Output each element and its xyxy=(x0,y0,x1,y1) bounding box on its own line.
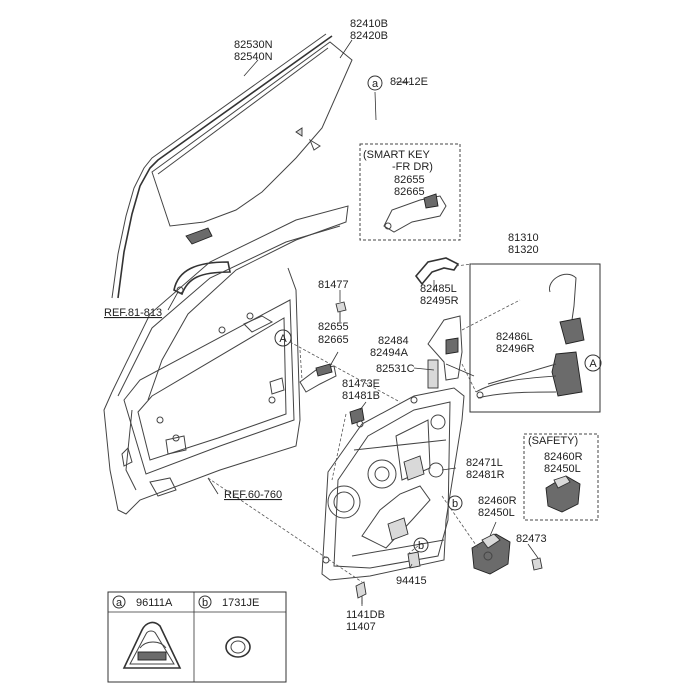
glass-run xyxy=(111,33,333,299)
label-82473: 82473 xyxy=(516,533,547,545)
legend-callout-a: a xyxy=(112,595,126,609)
door-module-panel xyxy=(321,387,465,581)
label-82450l: 82450L xyxy=(478,507,515,519)
screw-82473 xyxy=(531,557,543,571)
safety-title: (SAFETY) xyxy=(528,435,578,447)
label-82494a: 82494A xyxy=(370,347,409,359)
label-82471l: 82471L xyxy=(466,457,503,469)
label-safety-82460r: 82460R xyxy=(544,451,583,463)
legend-callout-b: b xyxy=(198,595,212,609)
safety-box xyxy=(523,433,599,521)
label-82484: 82484 xyxy=(378,335,409,347)
svg-text:b: b xyxy=(418,540,424,552)
clip-94415 xyxy=(407,551,421,569)
label-sk-82655: 82655 xyxy=(394,174,425,186)
legend-b-part-number: 1731JE xyxy=(222,597,259,609)
label-81477: 81477 xyxy=(318,279,349,291)
callout-A-frame: A xyxy=(274,329,292,347)
channel-bracket xyxy=(427,315,463,389)
inside-handle xyxy=(299,363,337,393)
ref-60-760: REF.60-760 xyxy=(224,489,282,501)
callout-b-clip: b xyxy=(413,537,429,553)
outside-handle xyxy=(173,261,231,296)
glass-bracket xyxy=(185,227,213,245)
part-labels: 82410B 82420B 82530N 82540N 82412E (SMAR… xyxy=(104,18,583,633)
svg-text:a: a xyxy=(116,597,123,609)
label-82531c: 82531C xyxy=(376,363,415,375)
label-82655: 82655 xyxy=(318,321,349,333)
label-82495r: 82495R xyxy=(420,295,459,307)
label-82460r: 82460R xyxy=(478,495,517,507)
ref-81-813: REF.81-813 xyxy=(104,307,162,319)
svg-text:A: A xyxy=(589,358,597,370)
label-82412e: 82412E xyxy=(390,76,428,88)
callout-A-lock: A xyxy=(584,354,602,372)
label-82410b: 82410B xyxy=(350,18,388,30)
legend-table: a 96111A b 1731JE xyxy=(107,591,287,683)
label-81481b: 81481B xyxy=(342,390,380,402)
label-82420b: 82420B xyxy=(350,30,388,42)
leader-lines xyxy=(167,39,539,606)
label-1141db: 1141DB xyxy=(346,609,385,621)
label-82485l: 82485L xyxy=(420,283,457,295)
window-glass xyxy=(151,41,353,227)
label-94415: 94415 xyxy=(396,575,427,587)
label-82496r: 82496R xyxy=(496,343,535,355)
smart-key-sub: -FR DR) xyxy=(392,161,433,173)
label-82481r: 82481R xyxy=(466,469,505,481)
label-81320: 81320 xyxy=(508,244,539,256)
grommet-icon xyxy=(225,636,251,658)
label-81473e: 81473E xyxy=(342,378,380,390)
bolt-1141db xyxy=(355,581,367,604)
label-82540n: 82540N xyxy=(234,51,273,63)
svg-text:b: b xyxy=(202,597,208,609)
clip-81473e xyxy=(349,407,365,425)
label-81310: 81310 xyxy=(508,232,539,244)
svg-text:b: b xyxy=(452,498,458,510)
airbag-label-icon xyxy=(122,621,182,669)
label-82530n: 82530N xyxy=(234,39,273,51)
door-lock-box xyxy=(469,263,601,413)
callout-a-glass: a xyxy=(367,75,383,91)
smart-key-title: (SMART KEY xyxy=(363,149,430,161)
label-safety-82450l: 82450L xyxy=(544,463,581,475)
lock-cover xyxy=(414,257,460,286)
svg-text:A: A xyxy=(279,333,287,345)
smart-key-box xyxy=(359,143,461,241)
label-11407: 11407 xyxy=(346,621,376,633)
dashed-links xyxy=(207,263,521,583)
label-sk-82665: 82665 xyxy=(394,186,425,198)
bolt-81477 xyxy=(335,301,347,322)
label-82486l: 82486L xyxy=(496,331,533,343)
callout-b-panel: b xyxy=(447,495,463,511)
label-82665: 82665 xyxy=(318,334,349,346)
door-latch-motor xyxy=(471,533,511,575)
door-frame xyxy=(103,205,349,515)
legend-a-part-number: 96111A xyxy=(136,597,173,609)
svg-text:a: a xyxy=(372,78,379,90)
